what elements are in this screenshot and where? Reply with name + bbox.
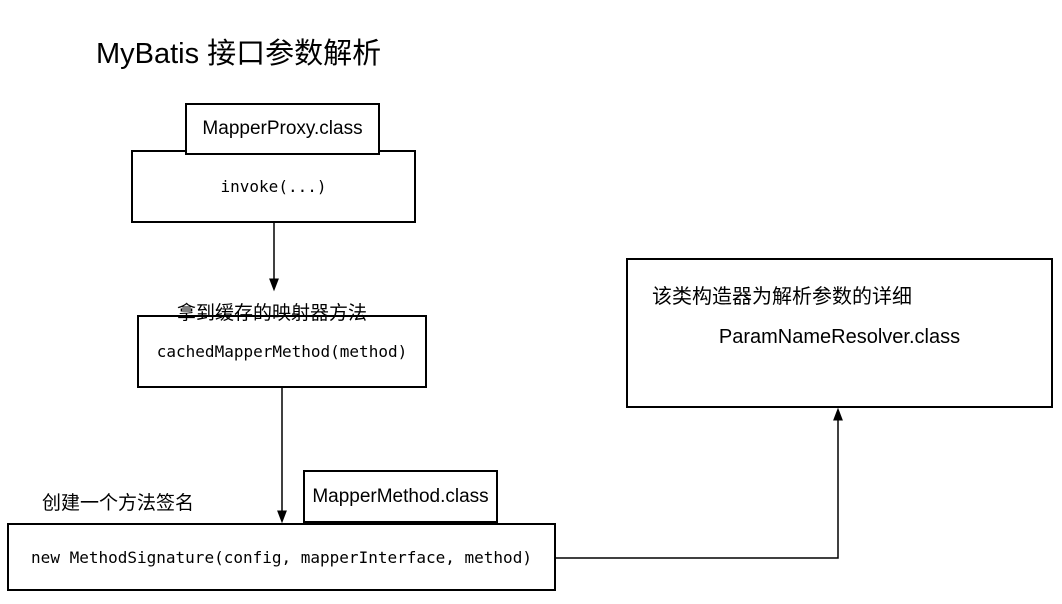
resolver-class-label: ParamNameResolver.class <box>718 326 961 348</box>
node-method-signature-label: new MethodSignature(config, mapperInterf… <box>31 547 532 567</box>
label-cached-method-note: 拿到缓存的映射器方法 <box>177 303 368 324</box>
node-cached-mapper-method-label: cachedMapperMethod(method) <box>156 342 408 361</box>
arrow-invoke-to-cached <box>269 223 279 292</box>
node-invoke-label: invoke(...) <box>220 177 327 196</box>
node-mapper-proxy-label: MapperProxy.class <box>202 118 363 139</box>
node-method-signature: new MethodSignature(config, mapperInterf… <box>7 523 556 591</box>
node-mapper-method-class: MapperMethod.class <box>303 470 498 523</box>
label-create-signature-note: 创建一个方法签名 <box>42 493 195 514</box>
diagram-title: MyBatis 接口参数解析 <box>96 38 382 70</box>
node-cached-mapper-method: cachedMapperMethod(method) <box>137 315 427 388</box>
node-param-name-resolver: 该类构造器为解析参数的详细 ParamNameResolver.class <box>626 258 1053 408</box>
arrow-cached-to-signature <box>277 388 287 524</box>
resolver-note-text: 该类构造器为解析参数的详细 <box>652 286 912 308</box>
arrow-signature-to-resolver <box>555 407 843 559</box>
node-mapper-method-label: MapperMethod.class <box>312 485 489 507</box>
node-invoke-method: invoke(...) <box>131 150 416 223</box>
node-mapper-proxy-class: MapperProxy.class <box>185 103 380 155</box>
